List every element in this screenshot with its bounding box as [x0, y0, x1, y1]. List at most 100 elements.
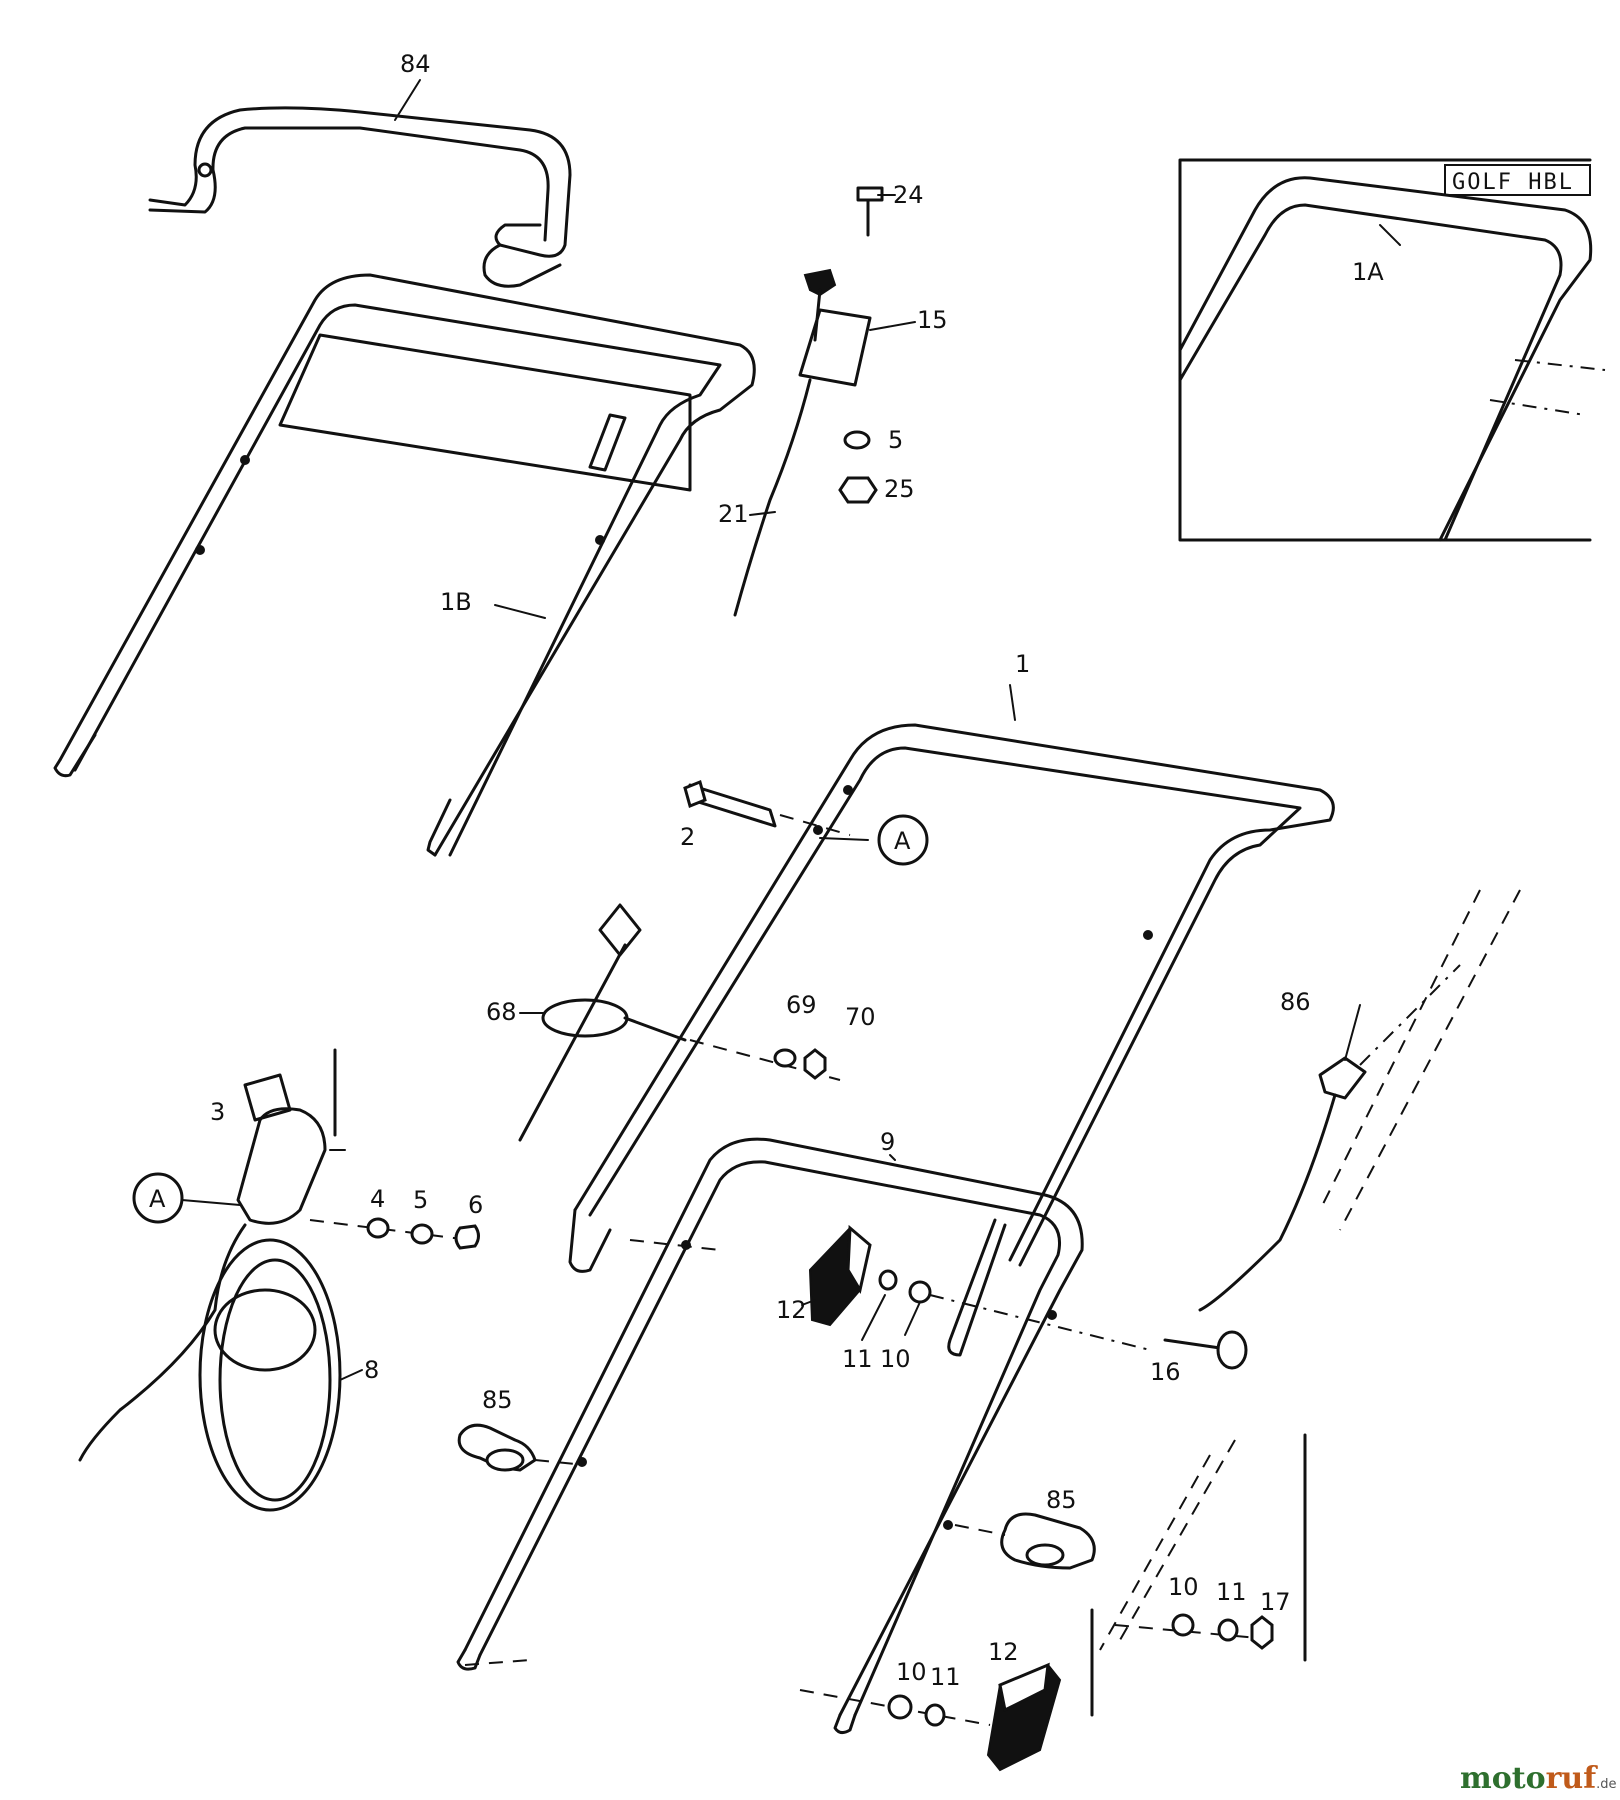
leader-11-upper: [861, 1294, 886, 1341]
handle-1B-hole-1: [240, 455, 250, 465]
part-1B-handle: 1B: [53, 273, 756, 857]
callout-9: 9: [880, 1128, 895, 1156]
callout-16: 16: [1150, 1358, 1181, 1386]
callout-12-lower: 12: [988, 1638, 1019, 1666]
part-9-handle: 9: [456, 1128, 1084, 1735]
bolt-16-head: [1216, 1330, 1248, 1370]
handle-1-hole-3: [1143, 930, 1153, 940]
leader-A-top: [819, 837, 869, 841]
watermark-part2: ruf: [1546, 1761, 1599, 1796]
callout-21: 21: [718, 500, 749, 528]
cable-68-tip: [598, 903, 642, 957]
inset-hole-line-1: [1514, 359, 1606, 371]
clamp-85-left-ring: [485, 1448, 525, 1472]
cable-8-coil-3: [213, 1288, 317, 1372]
switch-stem: [813, 288, 822, 342]
clamps-85: 85 85: [457, 1386, 1096, 1570]
handle-1-left-tip: [568, 1208, 612, 1273]
callout-85-right: 85: [1046, 1486, 1077, 1514]
axis-9-top: [629, 1239, 721, 1251]
washer-4: [366, 1217, 390, 1239]
handle-1-outer: [573, 723, 1335, 1262]
callout-1: 1: [1015, 650, 1030, 678]
cable-68-hook: [623, 1016, 687, 1042]
callout-8: 8: [364, 1356, 379, 1384]
axis-right-group: [1114, 1624, 1281, 1641]
inset-handle-inner: [1178, 203, 1563, 542]
switch-knob: [803, 268, 837, 297]
axis-4-5-6: [309, 1219, 471, 1241]
nut-6: [454, 1224, 480, 1250]
inset-golf-hbl: GOLF HBL 1A: [1178, 158, 1606, 542]
callout-68: 68: [486, 998, 517, 1026]
cable-8-lead: [78, 1223, 247, 1462]
handle-9-hole-3: [943, 1520, 953, 1530]
cable-68-wire: [518, 943, 627, 1142]
callout-70: 70: [845, 1003, 876, 1031]
bolt-16-shank: [1163, 1338, 1222, 1350]
callout-3: 3: [210, 1098, 225, 1126]
handle-1B-hole-3: [595, 535, 605, 545]
bail-84-hole: [197, 162, 213, 178]
bolt-2-head: [683, 779, 707, 809]
guide-86-a: [1319, 889, 1481, 1211]
washer-11-lower: [924, 1703, 946, 1727]
cable-8-coil-2: [218, 1258, 332, 1502]
washer-5-left: [410, 1223, 434, 1245]
axis-9-bottom: [464, 1659, 531, 1666]
leader-1B: [494, 604, 546, 619]
guide-right-a: [1119, 1439, 1236, 1641]
washer-5-top: [843, 430, 871, 450]
callout-11-right: 11: [1216, 1578, 1247, 1606]
callout-86: 86: [1280, 988, 1311, 1016]
part-3-control: 3 A 4 5 6 8: [78, 1048, 483, 1512]
inset-title-box: [1444, 164, 1591, 196]
callout-11-lower: 11: [930, 1663, 961, 1691]
leader-84: [394, 79, 421, 121]
axis-16: [929, 1294, 1151, 1351]
leader-21: [749, 511, 776, 516]
clamp-85-right: [1000, 1512, 1096, 1570]
leader-15: [869, 321, 916, 331]
handle-1B-hole-2: [195, 545, 205, 555]
callout-17: 17: [1260, 1588, 1291, 1616]
bolt-2-axis: [779, 814, 851, 836]
handle-1B-inner: [73, 303, 722, 857]
callout-5-top: 5: [888, 426, 903, 454]
cable-right: [1198, 1093, 1337, 1312]
handle-1B-outer: [58, 273, 756, 857]
callout-A-left: A: [149, 1185, 166, 1213]
callout-2: 2: [680, 823, 695, 851]
right-fastener-group: 10 11 17: [1090, 1433, 1307, 1717]
handle-1B-right-tip: [426, 798, 452, 857]
handle-1-hole-1: [843, 785, 853, 795]
handle-9-inner: [478, 1160, 1061, 1717]
axis-86: [1359, 964, 1461, 1066]
handle-1-right-tip: [947, 1218, 1007, 1357]
inset-title: GOLF HBL: [1452, 170, 1574, 195]
washer-10-upper: [908, 1280, 932, 1304]
inset-part-label: 1A: [1352, 258, 1384, 286]
leader-8: [339, 1369, 363, 1381]
cable-21: [733, 378, 812, 617]
inset-leader: [1379, 224, 1401, 246]
nut-25: [838, 476, 878, 504]
washer-10-lower: [887, 1694, 913, 1720]
watermark-suffix: .de: [1596, 1777, 1616, 1792]
handle-9-outer: [463, 1137, 1084, 1717]
handle-9-right-tip: [833, 1713, 857, 1735]
axis-85-left: [534, 1459, 586, 1466]
leader-1: [1009, 684, 1016, 721]
bail-84-end: [482, 243, 562, 288]
callout-69: 69: [786, 991, 817, 1019]
callout-A-top: A: [894, 827, 911, 855]
callout-5-left: 5: [413, 1186, 428, 1214]
detail-A-left-circle: [132, 1172, 184, 1224]
leader-9: [889, 1154, 896, 1161]
part-86-clip: 86: [1198, 889, 1521, 1312]
leader-12-upper: [801, 1299, 816, 1306]
handle-9-hole-4: [1047, 1310, 1057, 1320]
switch-assembly: 24 15 5 25 21: [718, 181, 948, 617]
watermark-logo: motoruf.de: [1460, 1761, 1617, 1796]
